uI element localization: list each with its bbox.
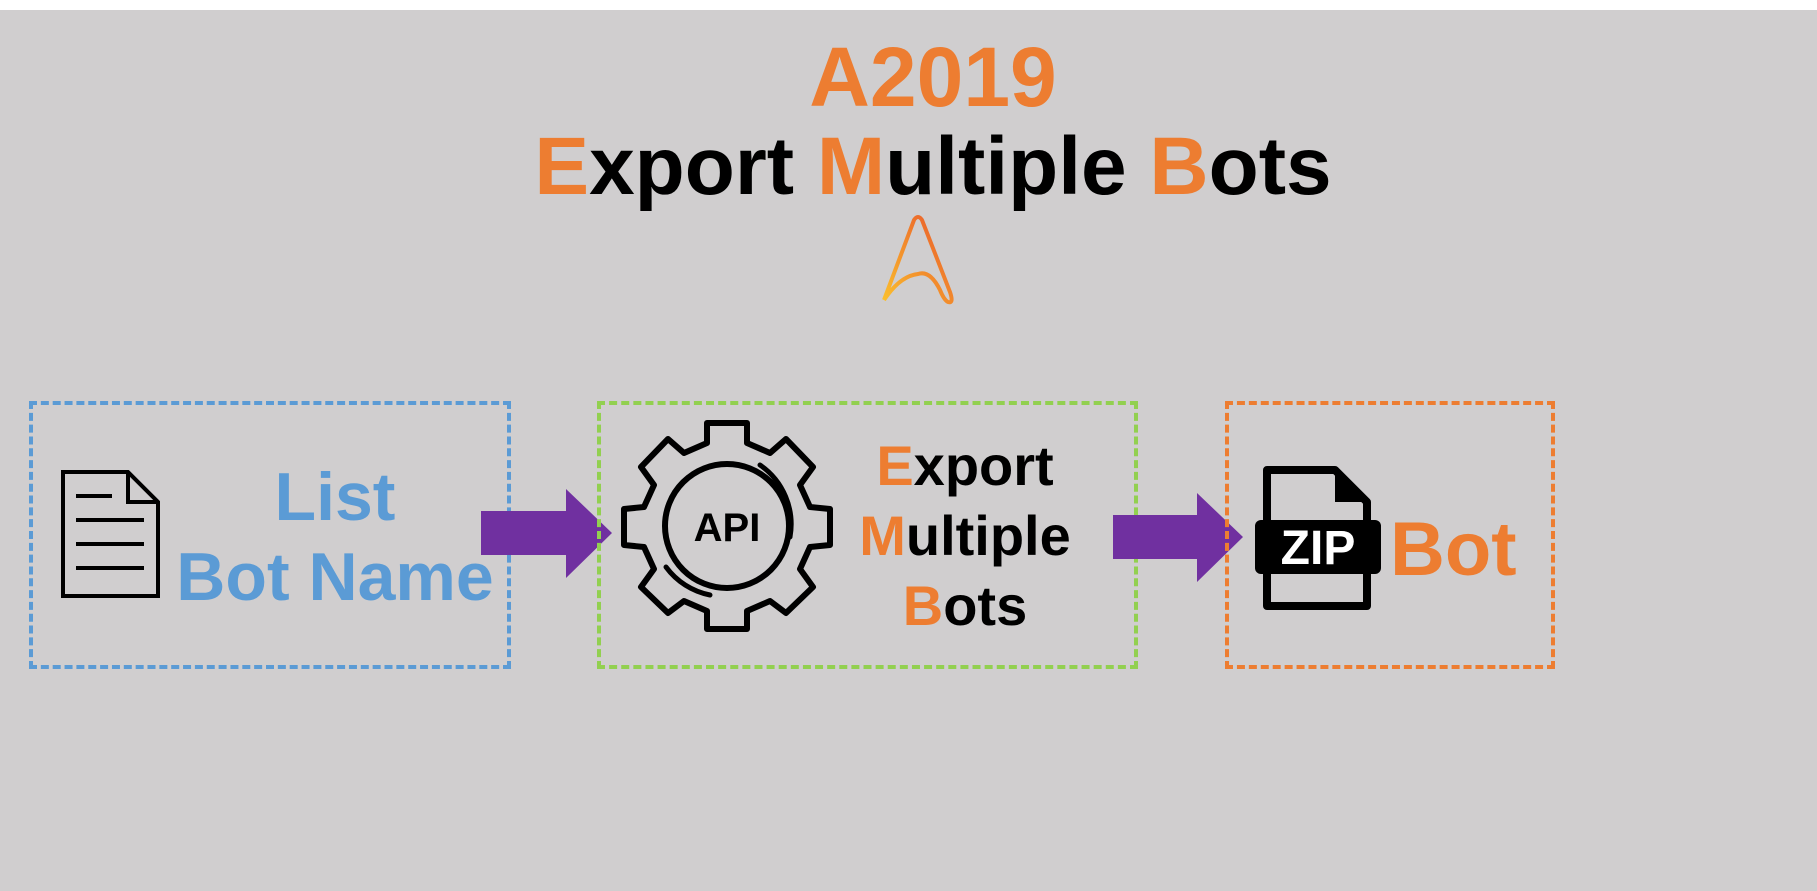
title-word-multiple: ultiple — [885, 121, 1127, 212]
title-initial-b: B — [1149, 121, 1209, 212]
title-word-bots: ots — [1208, 121, 1332, 212]
main-title: Export Multiple Bots — [0, 122, 1817, 212]
step2-word-export: xport — [913, 434, 1054, 497]
step1-line2: Bot Name — [176, 539, 494, 615]
step2-word-multiple: ultiple — [905, 504, 1071, 567]
diagram-canvas: A2019 Export Multiple Bots List Bot Name… — [0, 10, 1817, 891]
step2-initial-m: M — [859, 504, 906, 567]
step3-label: Bot — [1390, 507, 1517, 592]
api-gear-icon: API — [621, 420, 833, 632]
title-word-export: xport — [589, 121, 795, 212]
bot-zip-box — [1225, 401, 1555, 669]
arrow-right-icon — [1113, 493, 1243, 582]
step2-text: Export Multiple Bots — [840, 431, 1090, 641]
automation-anywhere-logo-icon — [882, 215, 954, 305]
version-title: A2019 — [809, 30, 1057, 124]
title-initial-e: E — [534, 121, 590, 212]
zip-file-icon: ZIP — [1255, 466, 1381, 610]
step2-initial-e: E — [876, 434, 914, 497]
step2-word-bots: ots — [943, 574, 1028, 637]
api-label: API — [694, 506, 761, 550]
step2-initial-b: B — [902, 574, 944, 637]
arrow-right-icon — [481, 489, 612, 578]
step1-line1: List — [274, 459, 396, 535]
document-icon — [61, 470, 160, 598]
zip-label: ZIP — [1281, 522, 1356, 575]
title-initial-m: M — [816, 121, 886, 212]
